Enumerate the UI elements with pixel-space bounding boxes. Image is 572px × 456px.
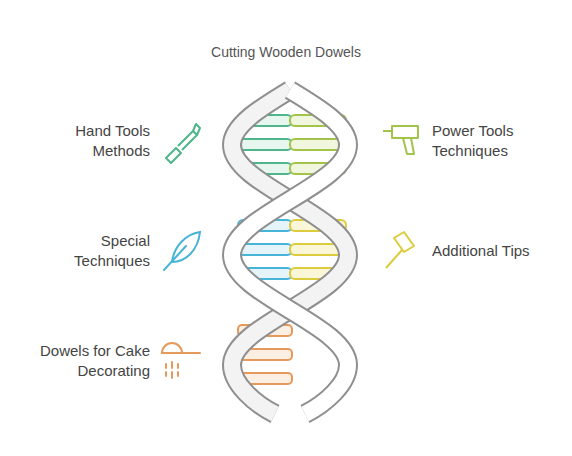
category-label: Hand Tools Methods bbox=[60, 121, 150, 161]
helix-strand bbox=[232, 90, 348, 414]
hammer-icon bbox=[386, 232, 414, 268]
whisk-icon bbox=[162, 343, 200, 378]
chisel-icon bbox=[166, 124, 200, 163]
diagram-title: Cutting Wooden Dowels bbox=[136, 42, 436, 62]
category-label: Power Tools Techniques bbox=[432, 121, 532, 161]
category-label: Dowels for Cake Decorating bbox=[28, 341, 150, 381]
category-label: Special Techniques bbox=[60, 231, 150, 271]
helix-strand bbox=[232, 90, 348, 414]
category-label: Additional Tips bbox=[432, 241, 562, 261]
feather-icon bbox=[164, 232, 200, 270]
drill-icon bbox=[383, 126, 418, 154]
